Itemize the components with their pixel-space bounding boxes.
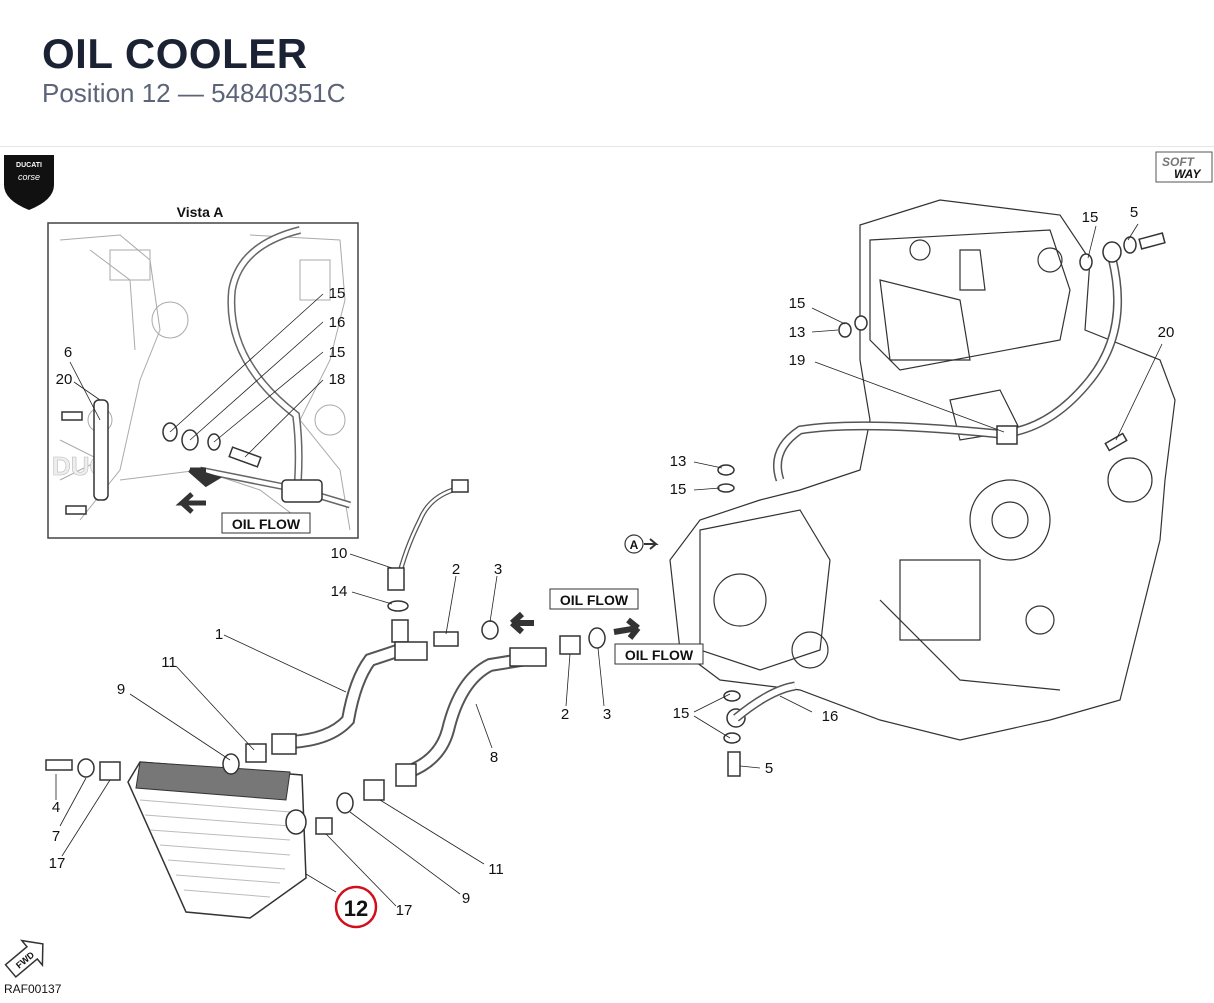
header-divider xyxy=(0,146,1214,147)
callout-17-right: 17 xyxy=(396,902,413,919)
svg-text:corse: corse xyxy=(18,172,40,182)
svg-text:DUCATI: DUCATI xyxy=(16,162,42,169)
svg-text:WAY: WAY xyxy=(1174,167,1201,181)
inset-callout-6: 6 xyxy=(64,344,72,361)
callout-4: 4 xyxy=(52,799,60,816)
leader-lines xyxy=(55,223,1163,907)
callout-11-left: 11 xyxy=(161,654,177,671)
callout-13-mid: 13 xyxy=(789,324,806,341)
callout-15-bottom: 15 xyxy=(673,705,690,722)
callout-9-right: 9 xyxy=(462,890,470,907)
top-fittings xyxy=(717,232,1166,777)
callout-11-right: 11 xyxy=(488,861,504,878)
callout-3-bottom: 3 xyxy=(603,706,611,723)
inset-oil-flow-label: OIL FLOW xyxy=(232,516,301,532)
callout-15-top: 15 xyxy=(1082,209,1099,226)
svg-text:SOFT: SOFT xyxy=(1162,155,1196,169)
callout-5-bottom: 5 xyxy=(765,760,773,777)
page-title: OIL COOLER xyxy=(42,30,308,77)
inset-callout-15a: 15 xyxy=(329,285,346,302)
callout-9-left: 9 xyxy=(117,681,125,698)
callout-7: 7 xyxy=(52,828,60,845)
ducati-corse-logo: DUCATI corse xyxy=(4,155,54,210)
inset-callout-15b: 15 xyxy=(329,344,346,361)
callout-16: 16 xyxy=(822,708,839,725)
view-a-letter: A xyxy=(630,538,639,552)
reference-code: RAF00137 xyxy=(4,982,62,996)
highlighted-position-12: 12 xyxy=(334,885,378,929)
oil-flow-label-1: OIL FLOW xyxy=(560,592,629,608)
callout-15-mid: 15 xyxy=(789,295,806,312)
callout-8: 8 xyxy=(490,749,498,766)
callout-5-top: 5 xyxy=(1130,204,1138,221)
callout-10: 10 xyxy=(331,545,348,562)
callout-20: 20 xyxy=(1158,324,1175,341)
callout-2-bottom: 2 xyxy=(561,706,569,723)
inset-callout-18: 18 xyxy=(329,371,346,388)
callout-3-top: 3 xyxy=(494,561,502,578)
callout-13-low: 13 xyxy=(670,453,687,470)
inset-callout-16: 16 xyxy=(329,314,346,331)
cooler-fittings xyxy=(45,567,606,835)
inset-title: Vista A xyxy=(177,204,224,220)
callout-14: 14 xyxy=(331,583,348,600)
callout-17-left: 17 xyxy=(49,855,66,872)
callout-15-low: 15 xyxy=(670,481,687,498)
vista-a-inset: Vista A DUC xyxy=(47,204,359,539)
engine-block xyxy=(669,199,1176,741)
inset-callout-20: 20 xyxy=(56,371,73,388)
highlight-number: 12 xyxy=(344,896,368,921)
callout-19: 19 xyxy=(789,352,806,369)
softway-logo: SOFT WAY xyxy=(1155,151,1213,183)
fwd-arrow-icon: FWD xyxy=(4,939,44,979)
page-subtitle: Position 12 — 54840351C xyxy=(42,78,346,108)
callout-2-top: 2 xyxy=(452,561,460,578)
callout-1: 1 xyxy=(215,626,223,643)
oil-flow-label-2: OIL FLOW xyxy=(625,647,694,663)
oil-cooler-radiator xyxy=(127,761,307,919)
view-a-marker: A xyxy=(624,534,659,554)
callout-numbers: 10 14 2 3 1 11 9 4 7 17 8 2 3 11 9 17 15… xyxy=(49,204,1175,919)
